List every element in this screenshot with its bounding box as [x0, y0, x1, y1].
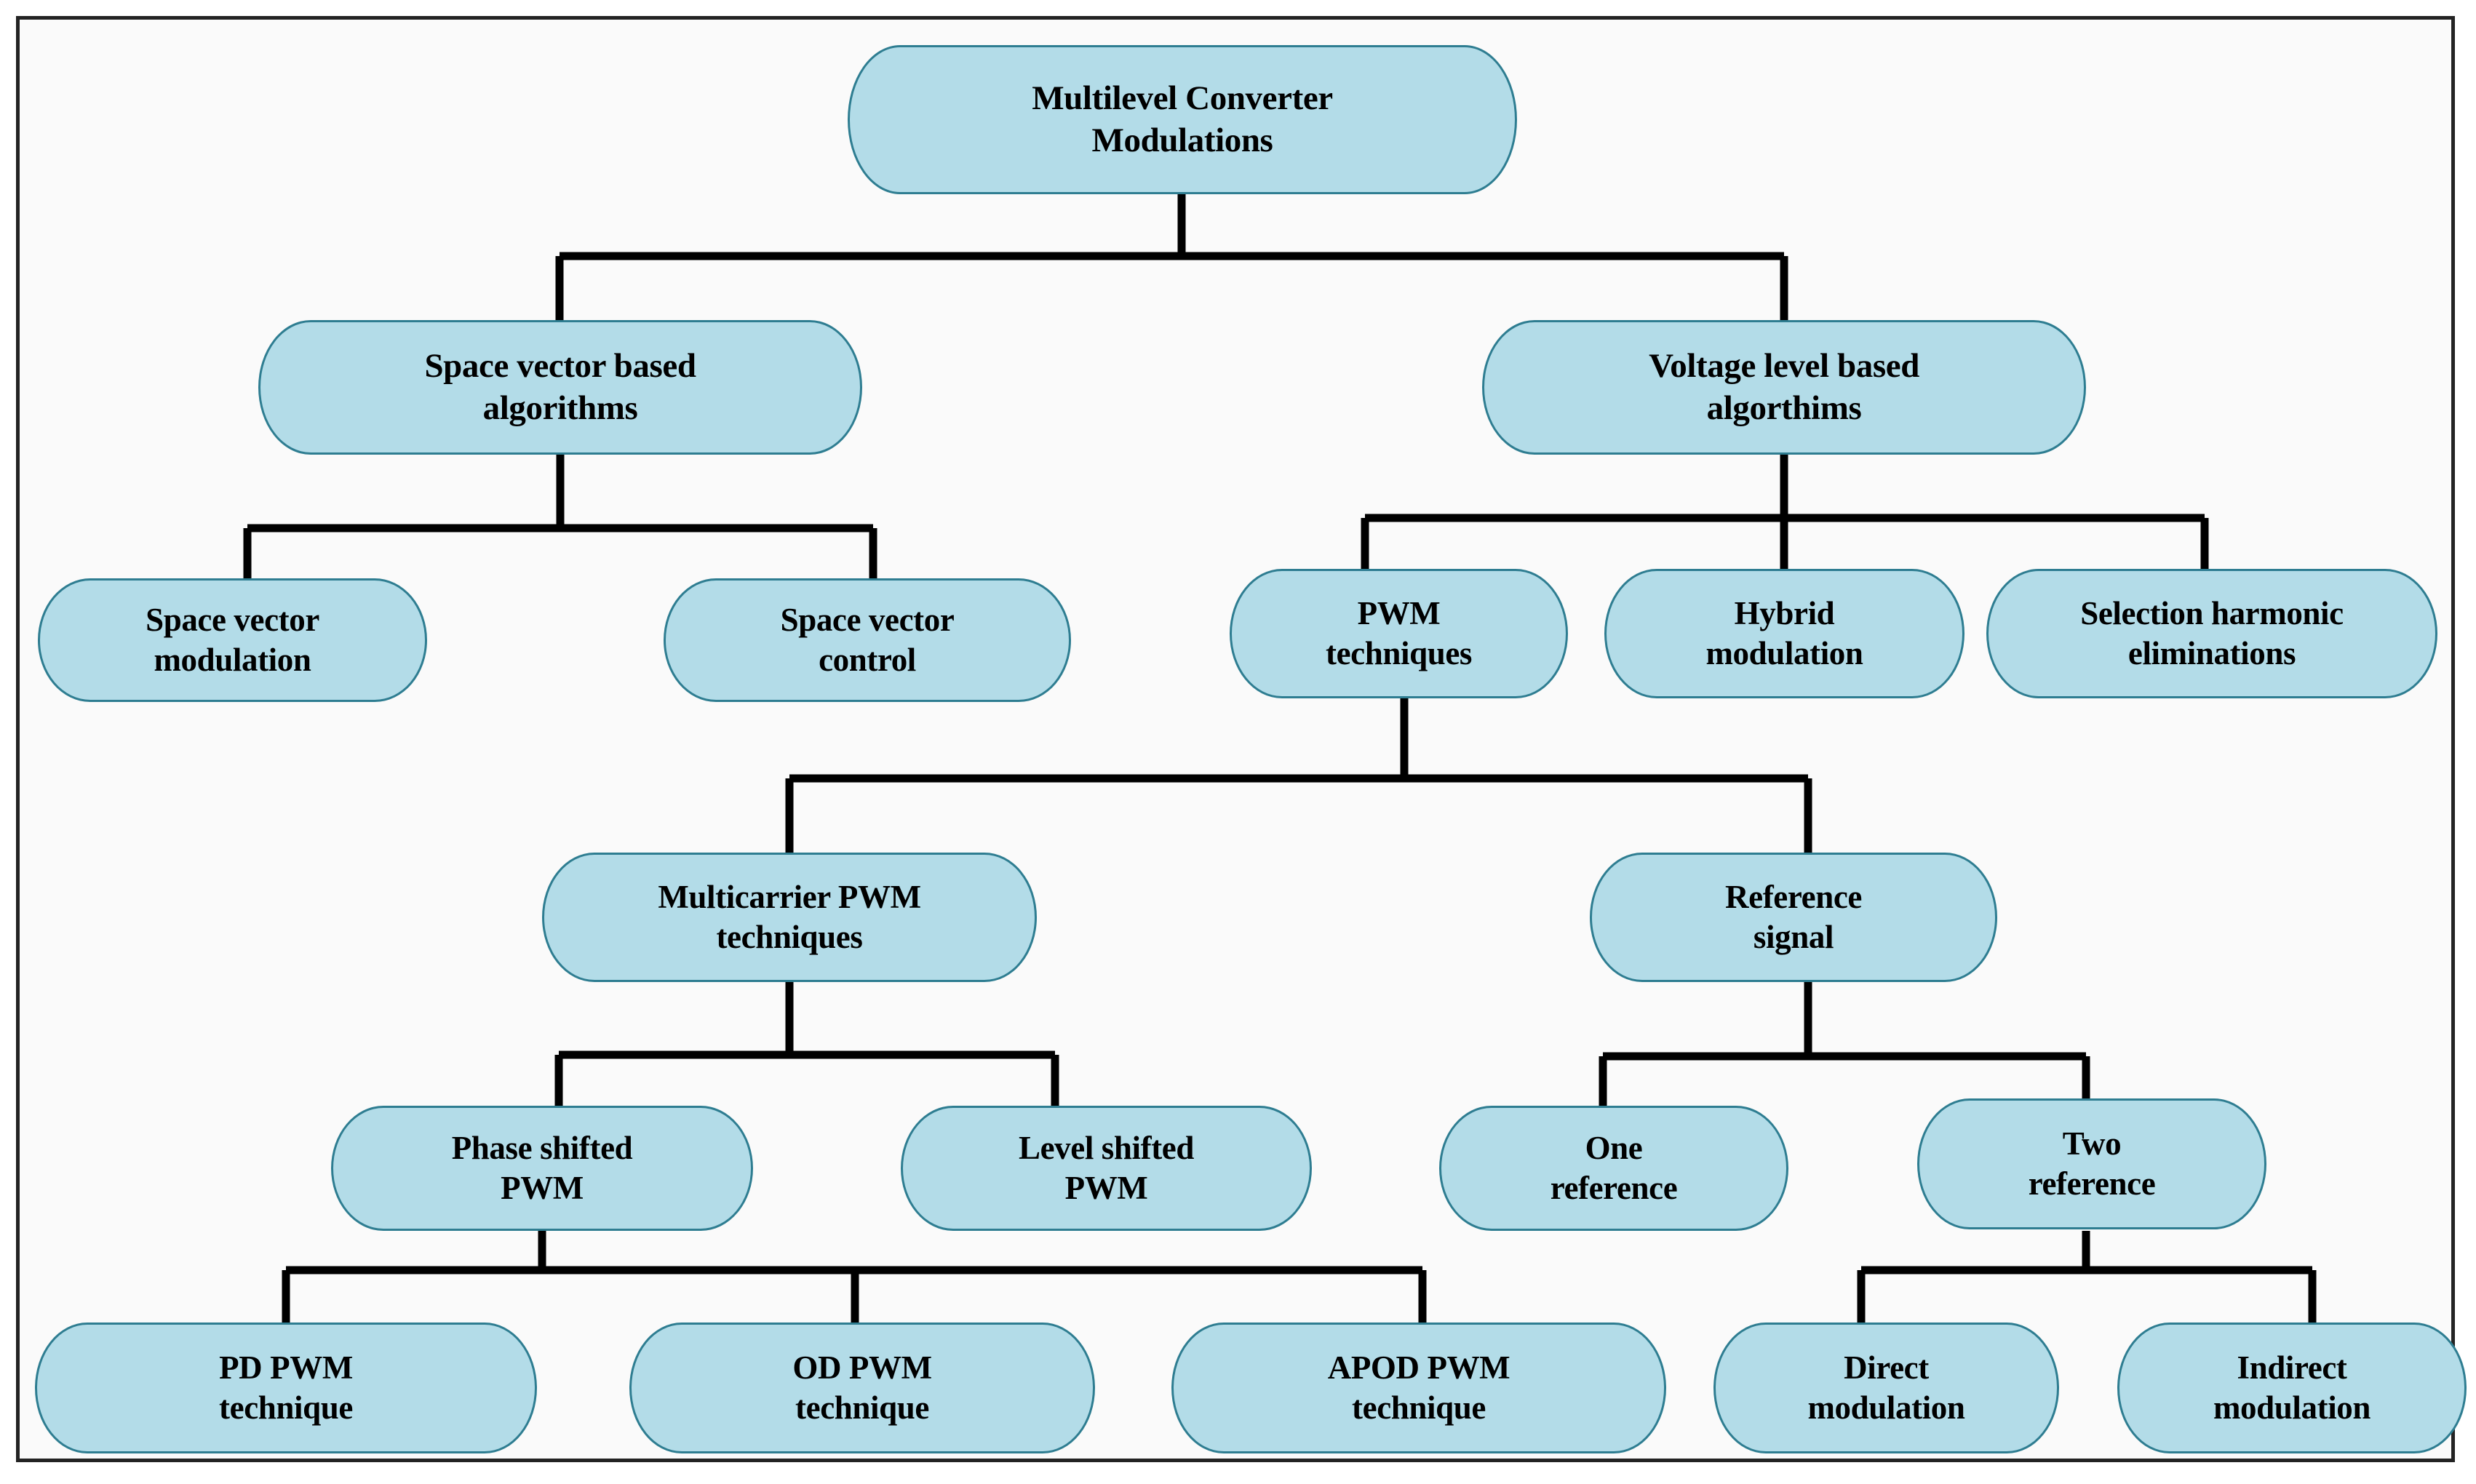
- node-label: Selection harmonic eliminations: [2080, 595, 2344, 671]
- node-label: Space vector based algorithms: [424, 347, 696, 427]
- node-label: Space vector modulation: [146, 602, 319, 678]
- node-label: Two reference: [2028, 1125, 2156, 1202]
- node-label: One reference: [1550, 1130, 1678, 1206]
- node-space-vector-modulation[interactable]: Space vector modulation: [38, 578, 427, 702]
- node-label: Direct modulation: [1807, 1349, 1965, 1426]
- node-label: Hybrid modulation: [1705, 595, 1863, 671]
- node-label: PWM techniques: [1325, 595, 1473, 671]
- node-label: Level shifted PWM: [1018, 1130, 1195, 1206]
- node-voltage-level-based-algorthims[interactable]: Voltage level based algorthims: [1482, 320, 2086, 455]
- node-space-vector-control[interactable]: Space vector control: [664, 578, 1071, 702]
- node-pd-pwm-technique[interactable]: PD PWM technique: [35, 1323, 537, 1453]
- node-label: Multicarrier PWM techniques: [658, 879, 921, 955]
- node-label: Voltage level based algorthims: [1649, 347, 1919, 427]
- node-hybrid-modulation[interactable]: Hybrid modulation: [1604, 569, 1965, 698]
- node-apod-pwm-technique[interactable]: APOD PWM technique: [1171, 1323, 1666, 1453]
- node-label: Reference signal: [1725, 879, 1862, 955]
- node-indirect-modulation[interactable]: Indirect modulation: [2117, 1323, 2467, 1453]
- node-label: OD PWM technique: [792, 1349, 932, 1426]
- node-phase-shifted-pwm[interactable]: Phase shifted PWM: [331, 1106, 753, 1231]
- node-selection-harmonic-eliminations[interactable]: Selection harmonic eliminations: [1986, 569, 2437, 698]
- node-multilevel-converter-modulations[interactable]: Multilevel Converter Modulations: [848, 45, 1517, 194]
- node-od-pwm-technique[interactable]: OD PWM technique: [629, 1323, 1095, 1453]
- node-pwm-techniques[interactable]: PWM techniques: [1230, 569, 1568, 698]
- node-two-reference[interactable]: Two reference: [1917, 1098, 2266, 1229]
- node-label: Multilevel Converter Modulations: [1032, 79, 1333, 159]
- node-direct-modulation[interactable]: Direct modulation: [1713, 1323, 2059, 1453]
- node-label: PD PWM technique: [219, 1349, 353, 1426]
- diagram-frame: [16, 16, 2455, 1462]
- node-label: APOD PWM technique: [1327, 1349, 1510, 1426]
- node-one-reference[interactable]: One reference: [1439, 1106, 1788, 1231]
- node-label: Space vector control: [780, 602, 955, 678]
- node-label: Phase shifted PWM: [451, 1130, 633, 1206]
- node-space-vector-based-algorithms[interactable]: Space vector based algorithms: [258, 320, 862, 455]
- node-label: Indirect modulation: [2213, 1349, 2371, 1426]
- node-reference-signal[interactable]: Reference signal: [1590, 853, 1997, 982]
- node-level-shifted-pwm[interactable]: Level shifted PWM: [901, 1106, 1312, 1231]
- node-multicarrier-pwm-techniques[interactable]: Multicarrier PWM techniques: [542, 853, 1037, 982]
